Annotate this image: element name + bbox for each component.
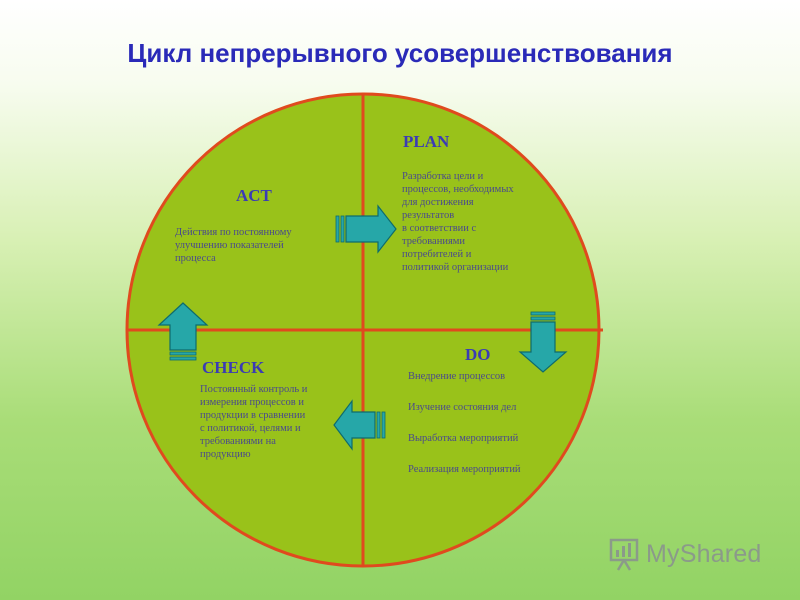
check-line: продукцию bbox=[200, 449, 251, 460]
act-line: улучшению показателей bbox=[175, 240, 284, 251]
check-line: с политикой, целями и bbox=[200, 423, 301, 434]
act-line: процесса bbox=[175, 253, 216, 264]
plan-line: в соответствии с bbox=[402, 223, 477, 234]
plan-line: требованиями bbox=[402, 236, 466, 247]
watermark-text: MyShared bbox=[646, 539, 762, 568]
check-line: требованиями на bbox=[200, 436, 276, 447]
do-line: Выработка мероприятий bbox=[408, 433, 519, 444]
plan-line: результатов bbox=[402, 210, 455, 221]
quadrant-title-check: CHECK bbox=[202, 358, 265, 377]
quadrant-text-check: Постоянный контроль и измерения процессо… bbox=[200, 383, 307, 461]
do-line: Реализация мероприятий bbox=[408, 464, 521, 475]
plan-line: потребителей и bbox=[402, 249, 472, 260]
do-line: Изучение состояния дел bbox=[408, 402, 517, 413]
quadrant-text-do: Внедрение процессов Изучение состояния д… bbox=[408, 370, 521, 494]
arrow-right-icon bbox=[335, 204, 397, 254]
arrow-up-icon bbox=[157, 302, 209, 361]
check-line: продукции в сравнении bbox=[200, 410, 306, 421]
act-line: Действия по постоянному bbox=[175, 227, 292, 238]
plan-line: политикой организации bbox=[402, 262, 509, 273]
quadrant-title-act: ACT bbox=[236, 186, 272, 205]
check-line: измерения процессов и bbox=[200, 397, 304, 408]
arrow-left-icon bbox=[333, 399, 386, 451]
quadrant-text-plan: Разработка цели и процессов, необходимых… bbox=[402, 170, 514, 274]
check-line: Постоянный контроль и bbox=[200, 384, 308, 395]
plan-line: для достижения bbox=[402, 197, 474, 208]
plan-line: процессов, необходимых bbox=[402, 184, 514, 195]
do-line: Внедрение процессов bbox=[408, 371, 506, 382]
watermark: MyShared bbox=[608, 536, 762, 572]
arrow-down-icon bbox=[518, 311, 568, 373]
page-title: Цикл непрерывного усовершенствования bbox=[127, 38, 673, 68]
presentation-chart-icon bbox=[609, 538, 639, 571]
plan-line: Разработка цели и bbox=[402, 171, 484, 182]
quadrant-text-act: Действия по постоянному улучшению показа… bbox=[175, 226, 292, 265]
quadrant-title-plan: PLAN bbox=[403, 132, 450, 151]
quadrant-title-do: DO bbox=[465, 345, 491, 364]
